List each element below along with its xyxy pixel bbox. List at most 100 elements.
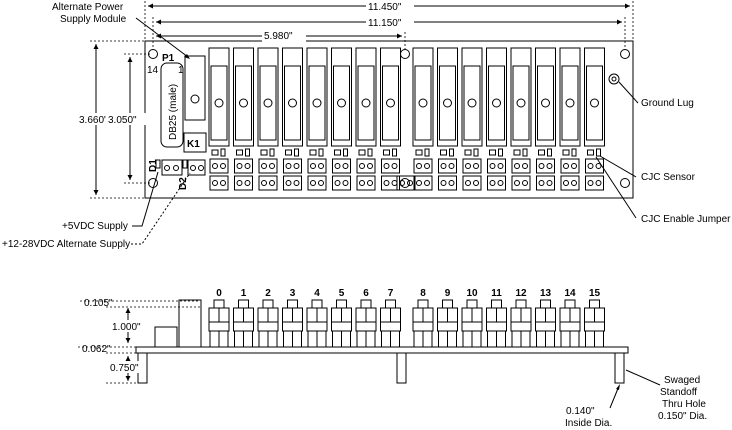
side-channel-module-3: 3 [282, 288, 303, 348]
channel-label-9: 9 [445, 288, 451, 299]
side-module-mid-10 [461, 321, 483, 332]
channel-label-14: 14 [564, 288, 576, 299]
top-module-inner-7 [382, 65, 399, 141]
top-output-screw-b-12 [522, 180, 528, 186]
top-output-terminal-1 [234, 175, 253, 191]
callout-5v: +5VDC Supply [62, 171, 159, 232]
top-input-screw-a-6 [359, 163, 365, 169]
side-module-cap-2 [262, 299, 274, 309]
top-module-part-a-13 [538, 149, 545, 156]
top-module-screw-8 [418, 98, 428, 108]
top-module-body-12 [510, 47, 532, 147]
top-module-part-a-0 [211, 149, 219, 156]
top-input-screw-a-9 [440, 163, 447, 169]
top-input-screw-b-2 [269, 163, 275, 169]
top-channel-module-0 [208, 47, 230, 191]
power-terminal-alt [187, 159, 206, 176]
dim-overall-length-label: 11.450" [368, 2, 402, 13]
side-module-mid-11 [486, 321, 507, 332]
top-output-terminal-0 [209, 175, 229, 191]
top-output-screw-b-11 [497, 180, 504, 186]
top-module-part-b-1 [245, 148, 250, 157]
side-board [135, 346, 629, 354]
top-input-screw-a-13 [538, 163, 545, 169]
top-output-terminal-9 [438, 175, 457, 191]
dim-board-thickness-label: 0.062" [82, 344, 111, 355]
power-terminal-5v [161, 159, 183, 176]
side-channel-module-10: 10 [461, 288, 483, 348]
side-module-mid-6 [355, 321, 377, 332]
top-input-terminal-12 [511, 158, 531, 174]
d1-led [155, 159, 161, 169]
top-input-screw-a-14 [563, 163, 569, 169]
side-module-cap-9 [442, 299, 453, 309]
db25-label: DB25 (male) [168, 84, 179, 140]
dim-component-height-label: 1.000" [112, 322, 141, 333]
top-input-screw-a-1 [236, 163, 243, 169]
side-module-mid-13 [535, 321, 556, 332]
mid-screw-2 [407, 180, 413, 186]
side-module-cap-15 [589, 299, 600, 309]
k1-label: K1 [187, 139, 200, 150]
top-module-screw-0 [214, 98, 224, 108]
inside-dia-label-2: Inside Dia. [565, 418, 612, 429]
side-module-cap-4 [311, 299, 323, 309]
top-output-screw-a-15 [587, 180, 594, 186]
top-input-terminal-3 [283, 158, 302, 174]
side-channel-module-12: 12 [510, 288, 532, 348]
side-module-cap-13 [540, 299, 551, 309]
dim-hole-spacing: 11.150" [152, 16, 626, 50]
side-module-cap-0 [213, 299, 225, 309]
side-module-cap-11 [491, 299, 502, 309]
side-channel-module-4: 4 [306, 288, 328, 348]
top-module-part-a-10 [464, 149, 472, 156]
top-input-terminal-7 [381, 158, 400, 174]
dim-overall-length: 11.450" [144, 0, 634, 41]
top-output-screw-a-14 [563, 180, 569, 186]
top-output-screw-b-0 [220, 180, 226, 186]
top-output-screw-a-9 [440, 180, 447, 186]
channel-label-3: 3 [290, 288, 296, 299]
top-input-terminal-13 [536, 158, 555, 174]
top-output-terminal-2 [258, 175, 278, 191]
top-output-screw-b-6 [367, 180, 373, 186]
mount-hole-bottom-mid [400, 178, 410, 188]
top-input-screw-a-8 [416, 163, 422, 169]
alt-power-label-1: Alternate Power [52, 2, 124, 13]
top-input-screw-b-6 [367, 163, 373, 169]
top-input-terminal-9 [438, 158, 457, 174]
top-module-part-a-14 [562, 149, 570, 156]
side-module-cap-12 [515, 299, 527, 309]
top-output-screw-b-8 [424, 180, 430, 186]
dim-board-thickness: 0.062" [78, 344, 136, 355]
top-output-screw-a-13 [538, 180, 545, 186]
top-module-screw-2 [263, 98, 273, 108]
inside-dia-label-1: 0.140" [566, 406, 595, 417]
top-input-terminal-11 [487, 158, 506, 174]
top-output-screw-a-11 [489, 180, 496, 186]
top-output-terminal-14 [560, 175, 580, 191]
channel-label-7: 7 [388, 288, 394, 299]
top-output-screw-a-5 [334, 180, 341, 186]
top-module-body-3 [282, 47, 303, 147]
top-module-screw-14 [565, 98, 575, 108]
side-module-cap-3 [287, 299, 298, 309]
top-channel-module-14 [559, 47, 581, 191]
top-input-screw-b-4 [318, 163, 324, 169]
top-output-screw-a-3 [285, 180, 292, 186]
top-output-terminal-10 [462, 175, 482, 191]
top-output-terminal-5 [332, 175, 351, 191]
top-channel-module-3 [282, 47, 303, 191]
top-module-part-b-0 [220, 148, 226, 157]
top-channel-module-11 [486, 47, 507, 191]
top-output-screw-b-14 [571, 180, 577, 186]
top-output-screw-b-9 [448, 180, 455, 186]
top-input-terminal-15 [585, 158, 604, 174]
top-module-part-b-9 [449, 148, 454, 157]
p1-pin14-label: 14 [147, 65, 159, 76]
top-channel-module-13 [535, 47, 556, 191]
top-module-part-a-2 [260, 149, 268, 156]
top-channel-module-15 [584, 47, 605, 191]
